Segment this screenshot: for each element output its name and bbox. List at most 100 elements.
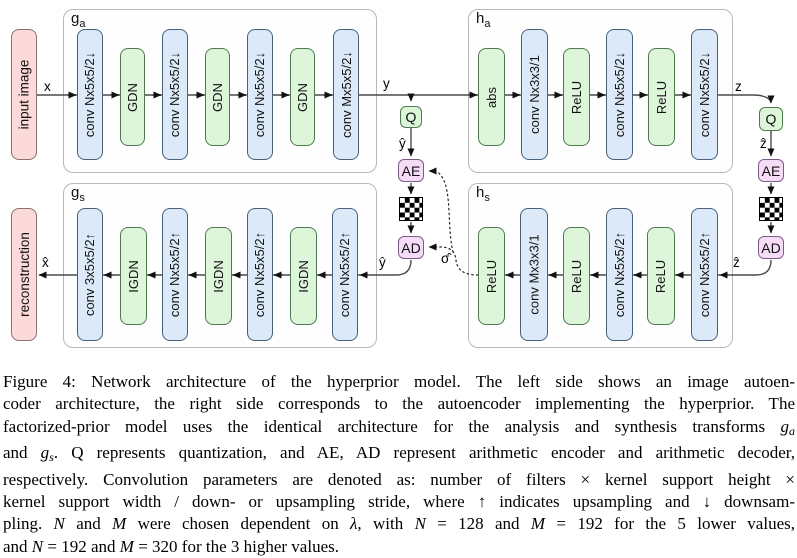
quantizer-box: Q xyxy=(400,106,422,128)
conv-block: conv Nx5x5/2↓ xyxy=(691,29,718,160)
caption-line: coder architecture, the right side corre… xyxy=(3,393,795,415)
caption-math-segment: M xyxy=(119,536,134,556)
input-image-label: input image xyxy=(16,59,32,130)
conv-block: conv Nx5x5/2↑ xyxy=(332,208,358,341)
panel-gs-label: gs xyxy=(71,184,85,204)
caption-text-segment: and xyxy=(64,514,113,534)
caption-text-segment: respectively. Convolution parameters are… xyxy=(3,469,795,489)
conv-block: conv Mx5x5/2↓ xyxy=(333,29,359,160)
activation-block: GDN xyxy=(120,48,145,146)
block-label: conv Nx5x5/2↑ xyxy=(337,231,353,318)
block-label: GDN xyxy=(295,82,311,112)
arithmetic-decoder-box: AD xyxy=(398,236,424,259)
caption-math-segment: N xyxy=(414,514,426,534)
caption-line: and gs. Q represents quantization, and A… xyxy=(3,442,795,468)
block-label: conv Nx5x5/2↓ xyxy=(697,51,713,138)
block-label: GDN xyxy=(125,82,141,112)
caption-math-segment: M xyxy=(112,514,127,534)
caption-text-segment: were chosen dependent on xyxy=(126,514,351,534)
caption-text-segment: . Q represents quantization, and AE, AD … xyxy=(53,443,796,463)
signal-label-x: x xyxy=(44,79,51,94)
caption-text-segment: pling. xyxy=(3,514,54,534)
signal-label-z: z xyxy=(735,79,742,94)
activation-block: ReLU xyxy=(563,227,590,325)
panel-hs-label: hs xyxy=(476,184,490,204)
panel-ga-label: ga xyxy=(71,10,86,30)
caption-text-segment: Figure 4: Network architecture of the hy… xyxy=(3,372,795,391)
block-label: IGDN xyxy=(126,259,141,293)
caption-text-segment: = 320 for the 3 higher values. xyxy=(133,536,339,556)
signal-label-zhat_bot: ẑ xyxy=(733,255,740,270)
activation-block: IGDN xyxy=(120,227,147,325)
conv-block: conv Nx5x5/2↓ xyxy=(606,29,633,160)
caption-text-segment: and xyxy=(3,443,41,463)
conv-block: conv 3x5x5/2↑ xyxy=(77,208,103,341)
block-label: conv Nx5x5/2↑ xyxy=(167,231,183,318)
block-label: ReLU xyxy=(484,259,499,293)
activation-block: IGDN xyxy=(205,227,232,325)
block-label: conv 3x5x5/2↑ xyxy=(82,232,98,317)
caption-math-segment: g xyxy=(40,443,50,463)
block-label: abs xyxy=(484,86,499,108)
activation-block: ReLU xyxy=(563,48,590,146)
block-label: IGDN xyxy=(296,259,311,293)
caption-math-segment: M xyxy=(530,514,546,534)
caption-text-segment: = 192 for the 5 lower values, xyxy=(545,514,795,534)
caption-line: pling. N and M were chosen dependent on … xyxy=(3,513,795,535)
signal-label-sigma: σ̂ xyxy=(441,251,450,266)
caption-math-segment: λ xyxy=(350,514,358,534)
caption-math-segment: s xyxy=(49,450,54,465)
figure-caption: Figure 4: Network architecture of the hy… xyxy=(3,371,795,558)
quantizer-box: Q xyxy=(759,107,783,131)
activation-block: GDN xyxy=(205,48,230,146)
block-label: conv Nx5x5/2↓ xyxy=(167,51,183,138)
caption-math-segment: N xyxy=(53,514,65,534)
panel-ha: ha xyxy=(468,9,733,173)
caption-line: Figure 4: Network architecture of the hy… xyxy=(3,371,795,393)
input-image-box: input image xyxy=(11,29,37,160)
caption-line: and N = 192 and M = 320 for the 3 higher… xyxy=(3,536,795,558)
reconstruction-box: reconstruction xyxy=(11,208,37,341)
panel-ha-label: ha xyxy=(476,10,491,30)
activation-block: ReLU xyxy=(648,48,675,146)
caption-text-segment: and xyxy=(3,536,32,556)
caption-math-segment: N xyxy=(31,536,44,556)
block-label: conv Nx5x5/2↓ xyxy=(612,51,628,138)
conv-block: conv Nx5x5/2↑ xyxy=(247,208,273,341)
caption-text-segment: , with xyxy=(357,514,415,534)
caption-text-segment: kernel support width / down- or upsampli… xyxy=(3,492,795,512)
arithmetic-encoder-box: AE xyxy=(758,159,784,182)
signal-label-yhat_top: ŷ xyxy=(399,136,406,151)
caption-math-segment: a xyxy=(789,423,795,438)
caption-math-segment: g xyxy=(780,416,790,436)
signal-label-xhat: x̂ xyxy=(42,255,49,270)
conv-block: conv Nx5x5/2↓ xyxy=(162,29,188,160)
arithmetic-decoder-box: AD xyxy=(758,236,784,259)
block-label: ReLU xyxy=(654,80,669,114)
caption-text-segment: coder architecture, the right side corre… xyxy=(3,394,795,414)
reconstruction-label: reconstruction xyxy=(16,232,32,317)
arithmetic-encoder-box: AE xyxy=(398,159,424,182)
activation-block: ReLU xyxy=(478,227,505,325)
block-label: conv Nx5x5/2↑ xyxy=(697,231,713,318)
conv-block: conv Nx5x5/2↓ xyxy=(247,29,273,160)
block-label: conv Nx5x5/2↑ xyxy=(612,231,628,318)
caption-line: factorized-prior model uses the identica… xyxy=(3,416,795,442)
block-label: ReLU xyxy=(569,80,584,114)
caption-line: kernel support width / down- or upsampli… xyxy=(3,491,795,513)
conv-block: conv Mx3x3/1 xyxy=(520,208,548,341)
block-label: conv Nx5x5/2↓ xyxy=(82,51,98,138)
signal-label-yhat_bot: ŷ xyxy=(379,255,386,270)
caption-text-segment: = 192 and xyxy=(43,536,120,556)
bitstream-icon xyxy=(759,197,783,221)
block-label: IGDN xyxy=(211,259,226,293)
signal-label-y: y xyxy=(383,76,390,91)
caption-text-segment: factorized-prior model uses the identica… xyxy=(3,416,781,436)
activation-block: ReLU xyxy=(647,227,675,325)
caption-line: respectively. Convolution parameters are… xyxy=(3,469,795,491)
conv-block: conv Nx3x3/1 xyxy=(521,29,548,160)
activation-block: abs xyxy=(478,48,505,146)
bitstream-icon xyxy=(399,197,423,221)
sigma-dotted-wires xyxy=(428,167,479,276)
block-label: conv Nx3x3/1 xyxy=(527,55,543,134)
